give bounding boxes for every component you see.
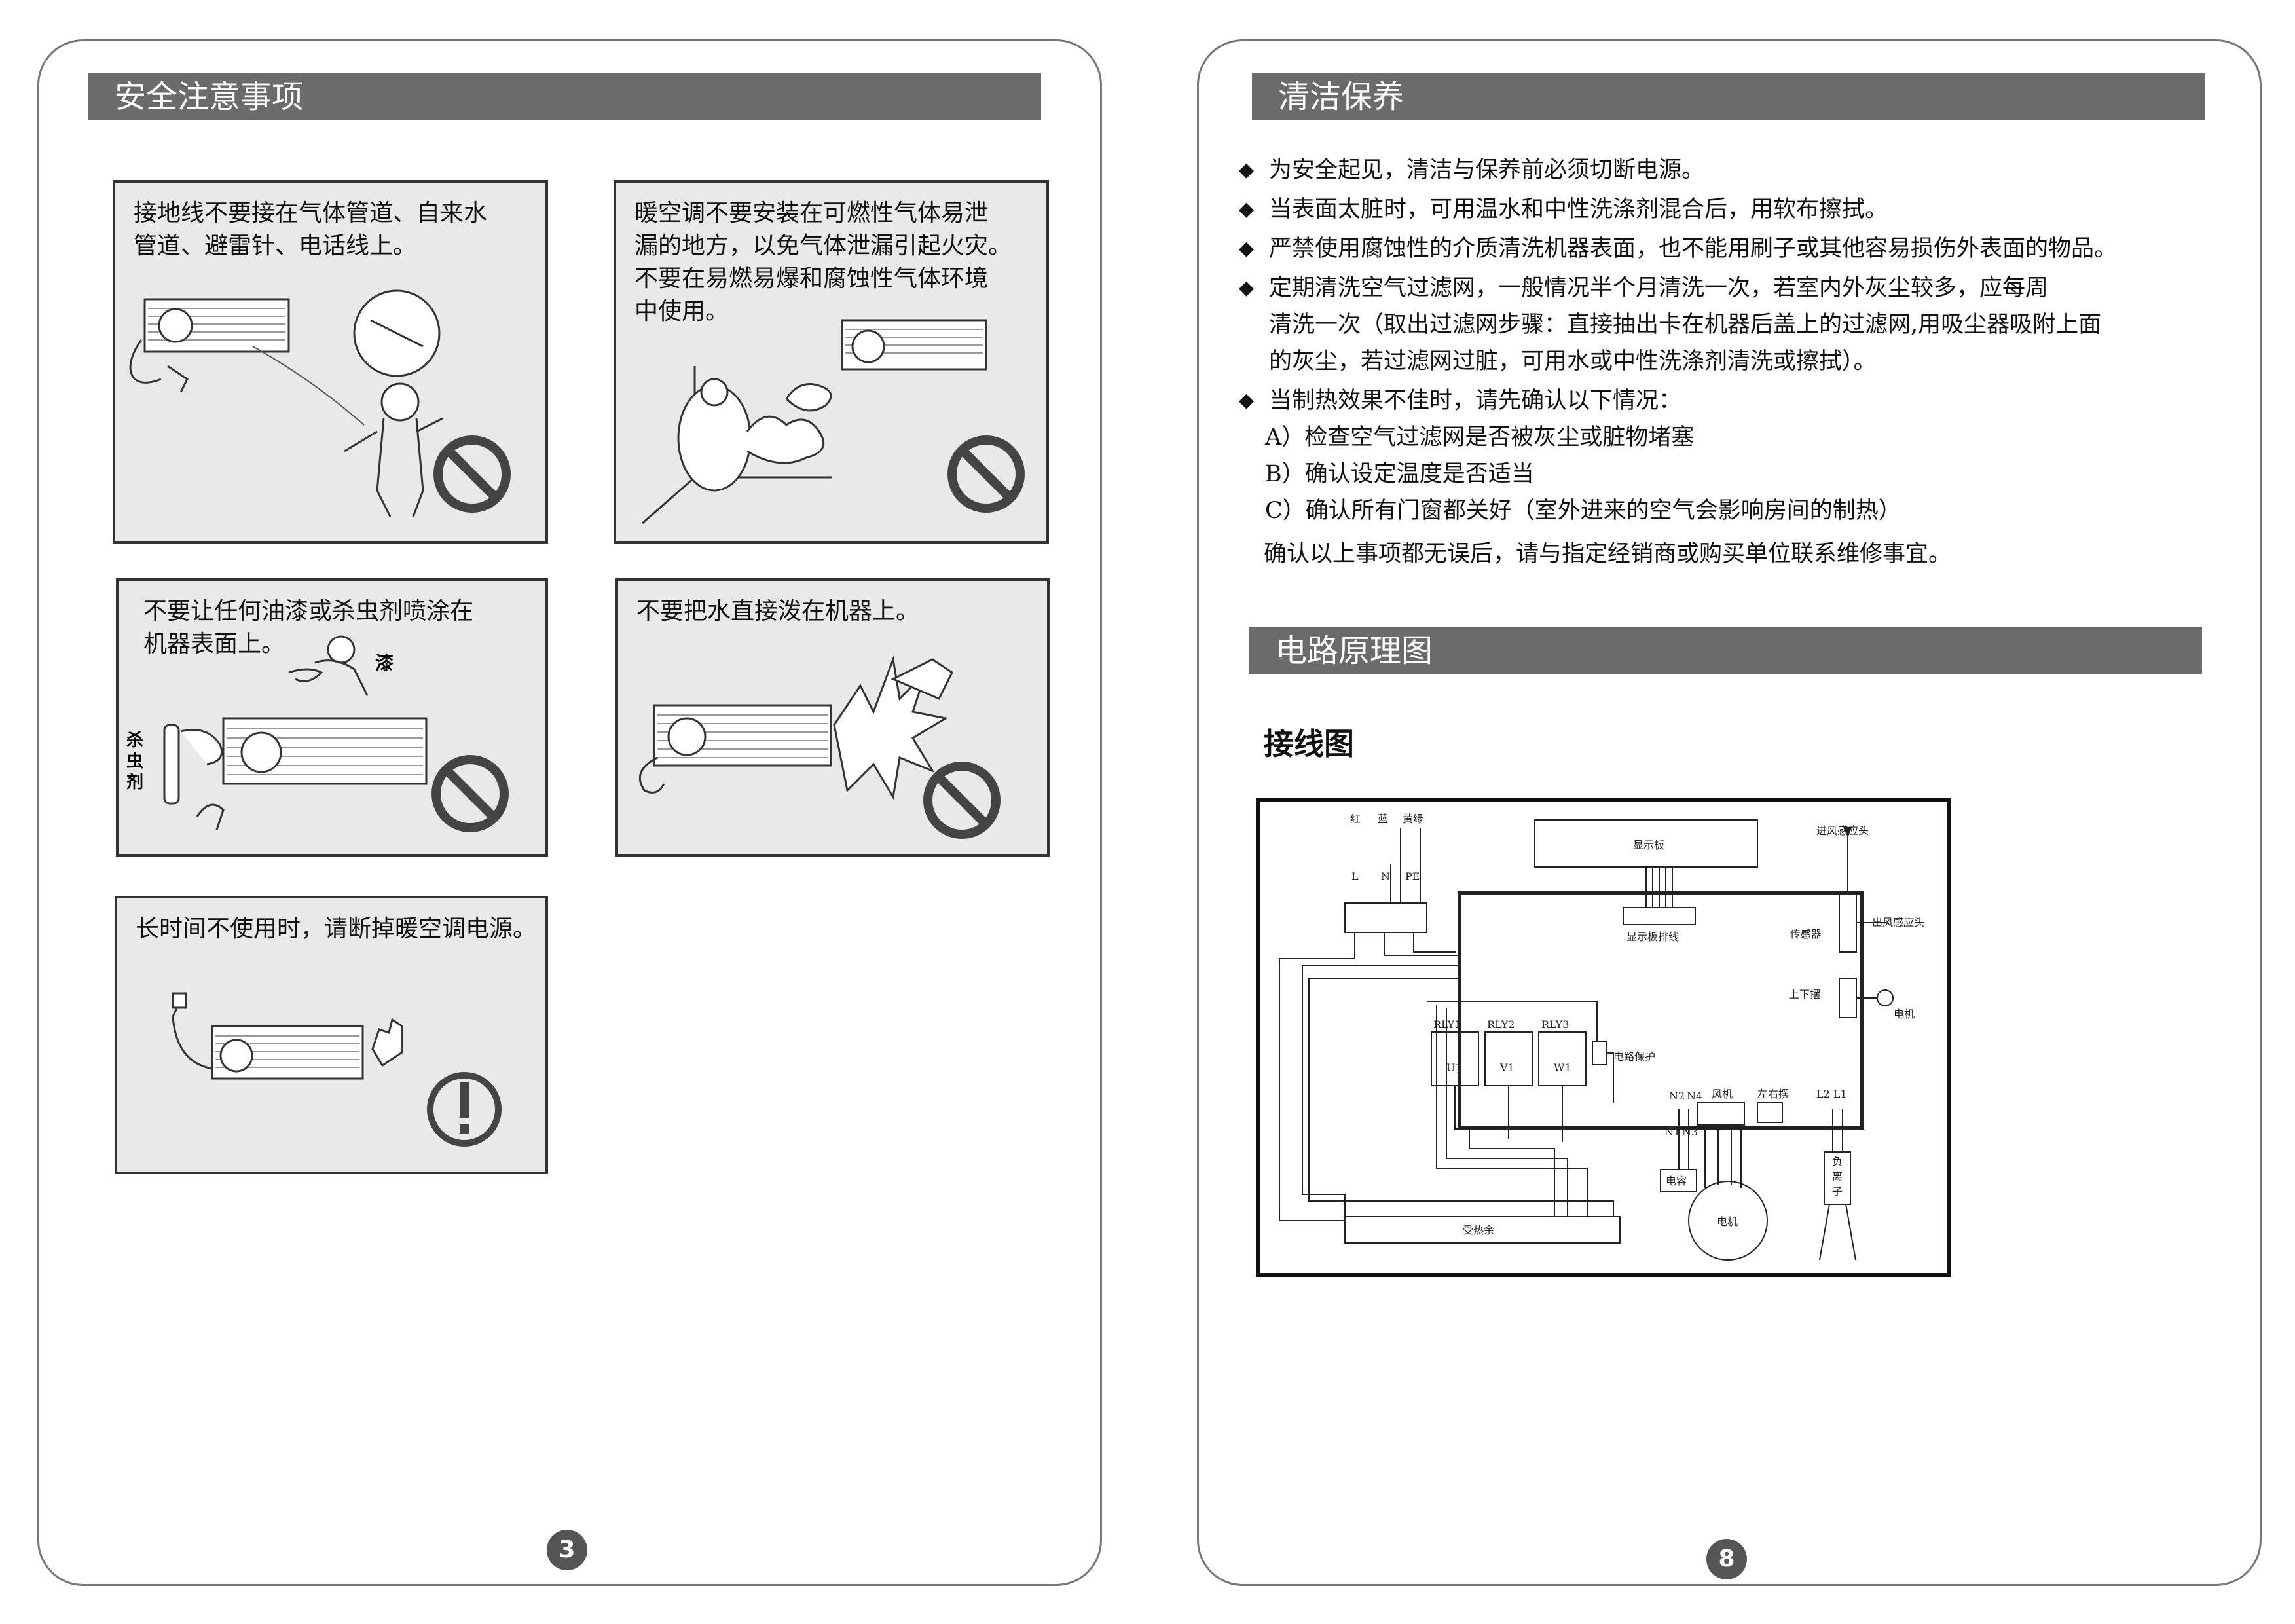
terminal-l: L <box>1351 870 1359 883</box>
relay-output-w1: W1 <box>1554 1061 1571 1074</box>
warning-text: 长时间不使用时，请断掉暖空调电源。 <box>136 915 537 942</box>
warning-text: 不要让任何油漆或杀虫剂喷涂在 机器表面上。 <box>143 598 474 657</box>
display-cable-label: 显示板排线 <box>1626 931 1679 943</box>
heater-label: 受热余 <box>1463 1224 1494 1236</box>
cleaning-header: 清洁保养 <box>1252 73 2205 120</box>
page-number-left: 3 <box>547 1530 587 1570</box>
warning-text: 不要把水直接泼在机器上。 <box>636 598 920 625</box>
warning-box-power: 长时间不使用时，请断掉暖空调电源。 <box>115 896 548 1174</box>
terminal-pe: PE <box>1405 870 1420 883</box>
wire-color-red: 红 <box>1350 813 1361 825</box>
warning-box-paint: 不要让任何油漆或杀虫剂喷涂在 机器表面上。 漆 杀 虫 剂 <box>116 578 548 857</box>
n3-label: N3 <box>1682 1126 1698 1138</box>
wire-color-blue: 蓝 <box>1378 813 1388 825</box>
cleaning-item: ◆定期清洗空气过滤网，一般情况半个月清洗一次，若室内外灰尘较多，应每周 <box>1239 270 2117 306</box>
warning-box-grounding: 接地线不要接在气体管道、自来水 管道、避雷针、电话线上。 <box>113 180 548 544</box>
diamond-bullet-icon: ◆ <box>1239 158 1255 181</box>
relay-1-label: RLY1 <box>1433 1018 1461 1031</box>
ionizer-label-2: 离 <box>1832 1170 1843 1183</box>
diamond-bullet-icon: ◆ <box>1239 276 1255 299</box>
paint-illustration: 漆 杀 虫 剂 <box>126 635 509 832</box>
inlet-sensor-label: 进风感应头 <box>1816 824 1869 837</box>
water-illustration <box>638 655 1001 839</box>
circuit-protection-label: 电路保护 <box>1613 1050 1655 1063</box>
page-number-right: 8 <box>1706 1539 1747 1579</box>
n4-label: N4 <box>1687 1090 1702 1102</box>
swing-updown-label: 上下摆 <box>1789 988 1820 1001</box>
spray-label-3: 剂 <box>126 773 143 792</box>
wire-color-yellowgreen: 黄绿 <box>1403 813 1423 825</box>
swing-lr-label: 左右摆 <box>1757 1088 1789 1100</box>
paint-label: 漆 <box>375 652 394 674</box>
ionizer-label-3: 子 <box>1832 1185 1843 1198</box>
terminal-n: N <box>1381 870 1390 883</box>
n2-label: N2 <box>1669 1090 1685 1102</box>
diamond-bullet-icon: ◆ <box>1239 198 1255 221</box>
safety-header: 安全注意事项 <box>88 73 1041 120</box>
cleaning-item: ◆当制热效果不佳时，请先确认以下情况： <box>1239 382 2117 419</box>
outlet-sensor-label: 出风感应头 <box>1872 916 1924 929</box>
n1-label: N1 <box>1664 1126 1680 1138</box>
spray-label-1: 杀 <box>126 730 143 750</box>
flammable-illustration <box>642 319 1025 525</box>
l-terminals-label: L2 L1 <box>1816 1088 1847 1100</box>
diamond-bullet-icon: ◆ <box>1239 237 1255 260</box>
display-board-label: 显示板 <box>1633 839 1664 851</box>
cleaning-list: ◆为安全起见，清洁与保养前必须切断电源。 ◆当表面太脏时，可用温水和中性洗涤剂混… <box>1239 152 2117 572</box>
fan-motor-label: 电机 <box>1717 1215 1738 1228</box>
warning-text: 暖空调不要安装在可燃性气体易泄 漏的地方，以免气体泄漏引起火灾。 不要在易燃易爆… <box>634 200 1012 325</box>
wiring-title: 接线图 <box>1264 726 1354 762</box>
sensor-label: 传感器 <box>1790 928 1822 940</box>
capacitor-label: 电容 <box>1666 1175 1687 1187</box>
spray-label-2: 虫 <box>126 752 143 771</box>
closing-note: 确认以上事项都无误后，请与指定经销商或购买单位联系维修事宜。 <box>1264 541 1952 567</box>
warning-text: 接地线不要接在气体管道、自来水 管道、避雷针、电话线上。 <box>134 200 488 259</box>
wiring-diagram-svg: 红 蓝 黄绿 L N PE 显示板 显示板排线 进风感应头 出风感应头 传感器 … <box>1279 813 1924 1261</box>
wiring-diagram: 红 蓝 黄绿 L N PE 显示板 显示板排线 进风感应头 出风感应头 传感器 … <box>1256 798 1951 1277</box>
relay-2-label: RLY2 <box>1487 1018 1515 1031</box>
cleaning-item: ◆当表面太脏时，可用温水和中性洗涤剂混合后，用软布擦拭。 <box>1239 191 2117 228</box>
circuit-header: 电路原理图 <box>1249 627 2202 674</box>
ionizer-label-1: 负 <box>1832 1155 1843 1168</box>
power-illustration <box>172 992 502 1147</box>
swing-motor-label: 电机 <box>1894 1008 1915 1020</box>
relay-output-v1: V1 <box>1499 1061 1515 1074</box>
cleaning-item: ◆为安全起见，清洁与保养前必须切断电源。 <box>1239 152 2117 189</box>
warning-box-flammable: 暖空调不要安装在可燃性气体易泄 漏的地方，以免气体泄漏引起火灾。 不要在易燃易爆… <box>614 180 1049 544</box>
relay-output-u1: U1 <box>1446 1061 1462 1074</box>
grounding-illustration <box>129 289 511 517</box>
cleaning-item: ◆严禁使用腐蚀性的介质清洗机器表面，也不能用刷子或其他容易损伤外表面的物品。 <box>1239 231 2117 267</box>
fan-label: 风机 <box>1712 1088 1733 1100</box>
relay-3-label: RLY3 <box>1541 1018 1569 1031</box>
warning-box-water: 不要把水直接泼在机器上。 <box>615 578 1050 857</box>
diamond-bullet-icon: ◆ <box>1239 389 1255 412</box>
